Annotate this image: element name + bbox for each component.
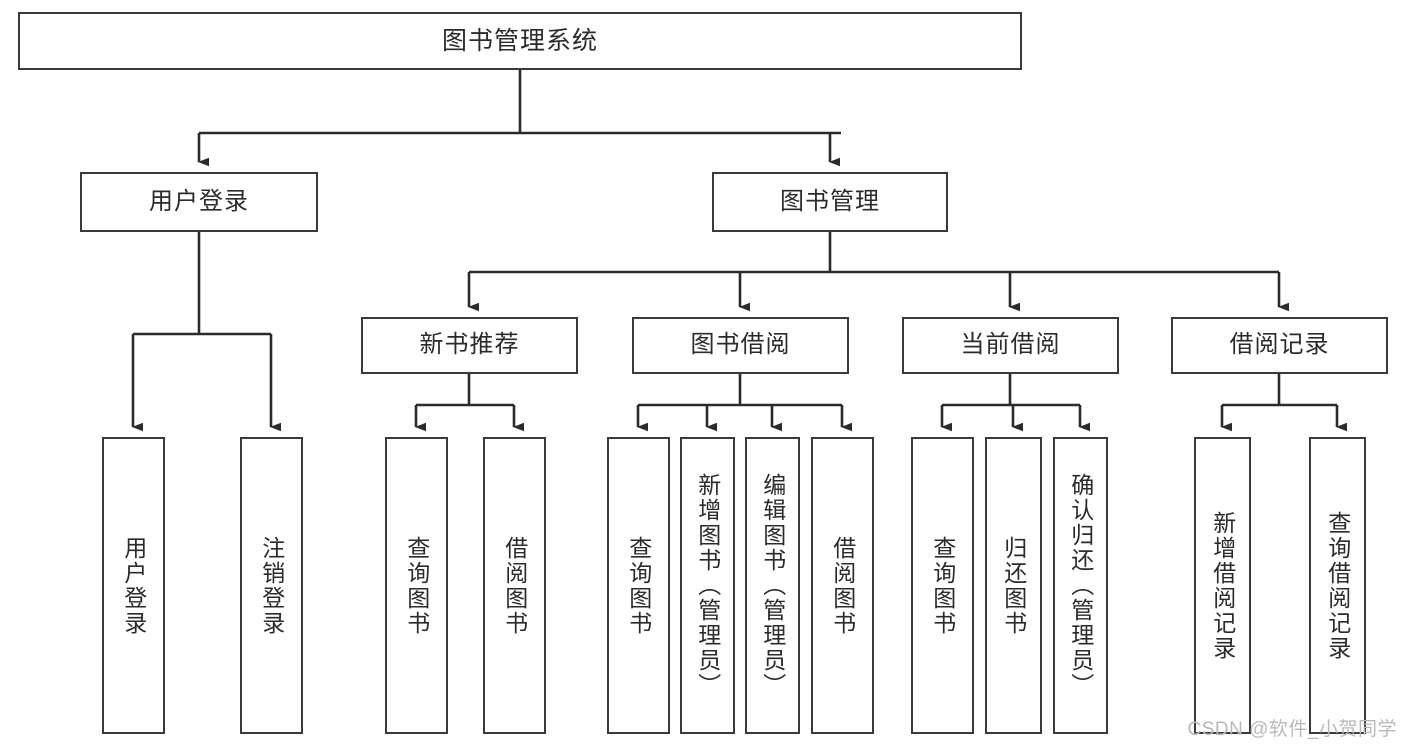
node-leaf-borrow-book-label: 借阅图书 xyxy=(829,535,856,636)
node-leaf-query-book-borrow-label: 查询图书 xyxy=(625,535,652,636)
node-borrow-record[interactable]: 借阅记录 xyxy=(1171,317,1388,374)
node-current-borrow-label: 当前借阅 xyxy=(960,331,1061,359)
node-book-borrow-label: 图书借阅 xyxy=(690,331,791,359)
node-leaf-return-book[interactable]: 归还图书 xyxy=(985,437,1042,734)
node-leaf-add-book-admin-label: 新增图书（管理员） xyxy=(694,473,721,698)
node-leaf-query-book-current[interactable]: 查询图书 xyxy=(911,437,974,734)
node-book-management-label: 图书管理 xyxy=(780,187,880,215)
node-leaf-edit-book-admin[interactable]: 编辑图书（管理员） xyxy=(745,437,800,734)
node-leaf-user-login-label: 用户登录 xyxy=(120,535,147,636)
node-leaf-query-book-recommend[interactable]: 查询图书 xyxy=(385,437,448,734)
node-leaf-add-borrow-record-label: 新增借阅记录 xyxy=(1209,510,1236,661)
node-leaf-confirm-return-admin[interactable]: 确认归还（管理员） xyxy=(1053,437,1108,734)
node-leaf-return-book-label: 归还图书 xyxy=(1000,535,1027,636)
node-leaf-query-book-borrow[interactable]: 查询图书 xyxy=(607,437,670,734)
node-new-book-recommend[interactable]: 新书推荐 xyxy=(361,317,578,374)
node-user-login-label: 用户登录 xyxy=(149,187,249,215)
node-leaf-confirm-return-admin-label: 确认归还（管理员） xyxy=(1067,473,1094,698)
node-leaf-query-book-current-label: 查询图书 xyxy=(929,535,956,636)
node-book-management[interactable]: 图书管理 xyxy=(712,172,948,232)
node-new-book-recommend-label: 新书推荐 xyxy=(419,331,520,359)
watermark-text: CSDN @软件_小贺同学 xyxy=(1187,719,1397,740)
node-root-label: 图书管理系统 xyxy=(441,27,598,55)
node-leaf-user-login[interactable]: 用户登录 xyxy=(102,437,165,734)
node-borrow-record-label: 借阅记录 xyxy=(1229,331,1330,359)
node-leaf-add-borrow-record[interactable]: 新增借阅记录 xyxy=(1194,437,1251,734)
node-leaf-borrow-book-recommend-label: 借阅图书 xyxy=(501,535,528,636)
node-leaf-edit-book-admin-label: 编辑图书（管理员） xyxy=(759,473,786,698)
node-root[interactable]: 图书管理系统 xyxy=(18,12,1022,70)
node-leaf-query-book-recommend-label: 查询图书 xyxy=(403,535,430,636)
node-leaf-logout-login[interactable]: 注销登录 xyxy=(240,437,303,734)
node-leaf-borrow-book[interactable]: 借阅图书 xyxy=(811,437,874,734)
node-user-login[interactable]: 用户登录 xyxy=(80,172,318,232)
node-leaf-query-borrow-record[interactable]: 查询借阅记录 xyxy=(1309,437,1366,734)
node-leaf-logout-login-label: 注销登录 xyxy=(258,535,285,636)
node-leaf-add-book-admin[interactable]: 新增图书（管理员） xyxy=(680,437,735,734)
node-book-borrow[interactable]: 图书借阅 xyxy=(632,317,849,374)
node-leaf-borrow-book-recommend[interactable]: 借阅图书 xyxy=(483,437,546,734)
node-current-borrow[interactable]: 当前借阅 xyxy=(902,317,1119,374)
node-leaf-query-borrow-record-label: 查询借阅记录 xyxy=(1324,510,1351,661)
